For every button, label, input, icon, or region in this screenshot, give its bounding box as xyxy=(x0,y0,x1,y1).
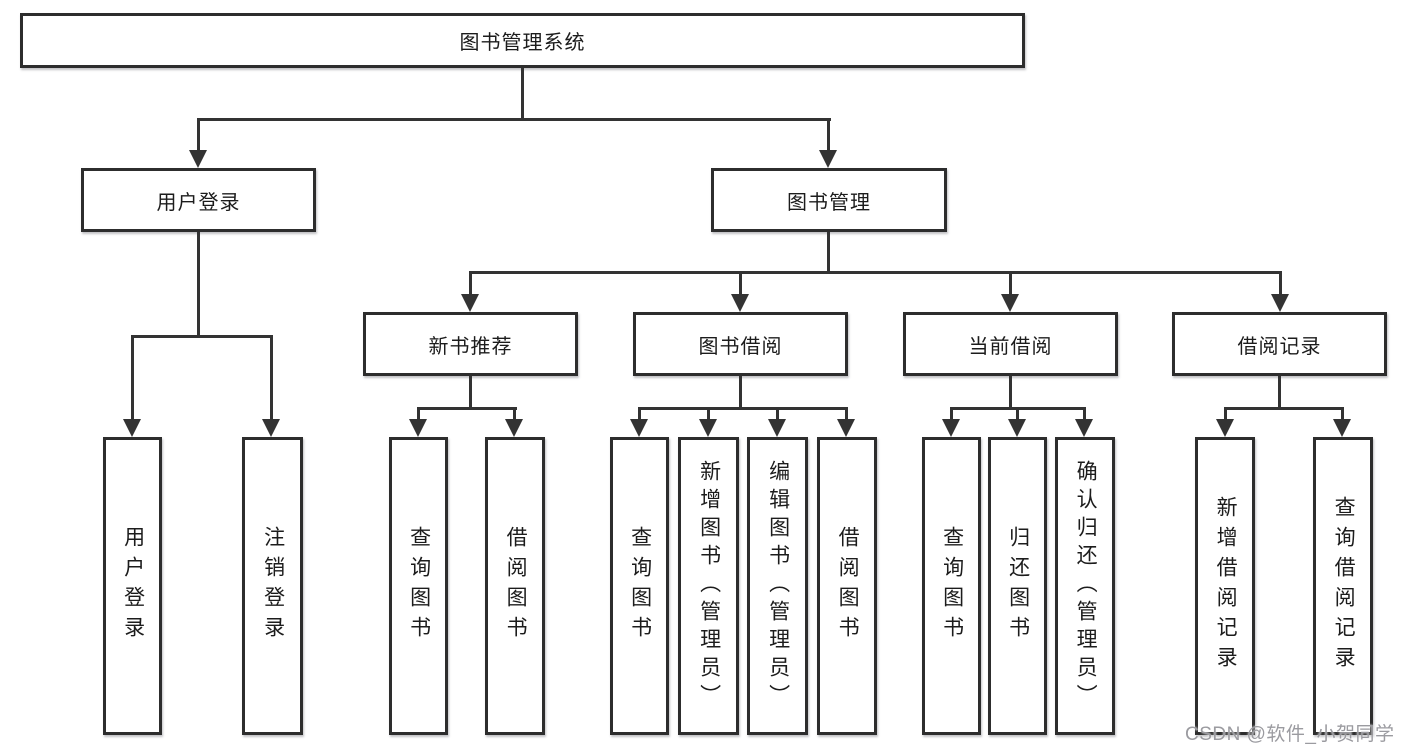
leaf-query-books-2: 查询图书 xyxy=(610,437,669,735)
arrowhead-borrowing-records xyxy=(1271,294,1289,312)
connector-to-borrow-books-2 xyxy=(845,407,848,419)
connector-to-new-book-recommend xyxy=(469,271,472,294)
leaf-query-books-3-label: 查询图书 xyxy=(940,526,964,646)
connector-to-book-management xyxy=(827,118,830,152)
node-user-login: 用户登录 xyxy=(81,168,316,232)
arrowhead-user-login xyxy=(189,150,207,168)
leaf-add-book-admin-label: 新增图书（管理员） xyxy=(697,460,721,712)
arrowhead-borrow-books-1 xyxy=(505,419,523,437)
leaf-edit-book-admin: 编辑图书（管理员） xyxy=(747,437,808,735)
arrowhead-return-book xyxy=(1008,419,1026,437)
arrowhead-new-book-recommend xyxy=(461,294,479,312)
leaf-add-borrow-record: 新增借阅记录 xyxy=(1195,437,1255,735)
node-book-borrowing: 图书借阅 xyxy=(633,312,848,376)
leaf-borrow-books-2-label: 借阅图书 xyxy=(836,526,860,646)
leaf-query-books-1: 查询图书 xyxy=(389,437,448,735)
leaf-query-books-2-label: 查询图书 xyxy=(628,526,652,646)
arrowhead-query-borrow-record xyxy=(1333,419,1351,437)
csdn-watermark: CSDN @软件_小贺同学 xyxy=(1185,724,1395,745)
connector-book-management-stem xyxy=(827,232,830,271)
leaf-return-book: 归还图书 xyxy=(988,437,1047,735)
leaf-logout: 注销登录 xyxy=(242,437,303,735)
connector-to-leaf-user-login xyxy=(131,335,134,419)
arrowhead-add-borrow-record xyxy=(1216,419,1234,437)
leaf-user-login: 用户登录 xyxy=(103,437,162,735)
leaf-query-borrow-record-label: 查询借阅记录 xyxy=(1332,496,1356,676)
connector-to-query-books-2 xyxy=(638,407,641,419)
connector-book-management-hbar xyxy=(469,271,1281,274)
connector-borrowing-records-stem xyxy=(1278,376,1281,407)
arrowhead-book-management xyxy=(819,150,837,168)
arrowhead-confirm-return-admin xyxy=(1075,419,1093,437)
node-current-borrowing-label: 当前借阅 xyxy=(968,335,1053,358)
node-root: 图书管理系统 xyxy=(20,13,1025,68)
node-new-book-recommend-label: 新书推荐 xyxy=(428,335,513,358)
leaf-confirm-return-admin-label: 确认归还（管理员） xyxy=(1074,460,1098,712)
connector-borrowing-records-hbar xyxy=(1224,407,1344,410)
node-borrowing-records-label: 借阅记录 xyxy=(1237,335,1322,358)
connector-to-edit-book-admin xyxy=(776,407,779,419)
node-user-login-label: 用户登录 xyxy=(156,191,241,214)
arrowhead-book-borrowing xyxy=(731,294,749,312)
connector-book-borrowing-stem xyxy=(739,376,742,407)
node-current-borrowing: 当前借阅 xyxy=(903,312,1118,376)
arrowhead-current-borrowing xyxy=(1001,294,1019,312)
connector-to-borrowing-records xyxy=(1279,271,1282,294)
connector-to-user-login xyxy=(197,118,200,152)
arrowhead-leaf-user-login xyxy=(123,419,141,437)
leaf-borrow-books-1-label: 借阅图书 xyxy=(504,526,528,646)
leaf-add-book-admin: 新增图书（管理员） xyxy=(678,437,739,735)
arrowhead-add-book-admin xyxy=(699,419,717,437)
connector-new-book-recommend-stem xyxy=(469,376,472,407)
leaf-borrow-books-1: 借阅图书 xyxy=(485,437,545,735)
node-book-management-label: 图书管理 xyxy=(787,191,871,214)
node-book-management: 图书管理 xyxy=(711,168,947,232)
connector-new-book-recommend-hbar xyxy=(417,407,517,410)
connector-to-current-borrowing xyxy=(1009,271,1012,294)
leaf-return-book-label: 归还图书 xyxy=(1006,526,1030,646)
node-book-borrowing-label: 图书借阅 xyxy=(698,335,783,358)
leaf-logout-label: 注销登录 xyxy=(261,526,285,646)
connector-to-book-borrowing xyxy=(739,271,742,294)
connector-root-hbar xyxy=(197,118,831,121)
leaf-query-borrow-record: 查询借阅记录 xyxy=(1313,437,1373,735)
connector-to-add-borrow-record xyxy=(1224,407,1227,419)
leaf-user-login-label: 用户登录 xyxy=(121,526,145,646)
connector-to-borrow-books-1 xyxy=(513,407,516,419)
arrowhead-leaf-logout xyxy=(262,419,280,437)
leaf-borrow-books-2: 借阅图书 xyxy=(817,437,877,735)
connector-current-borrowing-stem xyxy=(1009,376,1012,407)
node-borrowing-records: 借阅记录 xyxy=(1172,312,1387,376)
connector-book-borrowing-hbar xyxy=(638,407,848,410)
connector-root-stem xyxy=(521,68,524,118)
arrowhead-edit-book-admin xyxy=(768,419,786,437)
connector-to-query-books-1 xyxy=(417,407,420,419)
connector-to-add-book-admin xyxy=(707,407,710,419)
connector-to-return-book xyxy=(1016,407,1019,419)
arrowhead-query-books-2 xyxy=(630,419,648,437)
leaf-query-books-3: 查询图书 xyxy=(922,437,981,735)
connector-to-leaf-logout xyxy=(270,335,273,419)
node-new-book-recommend: 新书推荐 xyxy=(363,312,578,376)
leaf-query-books-1-label: 查询图书 xyxy=(407,526,431,646)
leaf-add-borrow-record-label: 新增借阅记录 xyxy=(1214,496,1238,676)
arrowhead-query-books-1 xyxy=(409,419,427,437)
connector-user-login-hbar xyxy=(131,335,273,338)
connector-to-confirm-return-admin xyxy=(1083,407,1086,419)
connector-to-query-borrow-record xyxy=(1341,407,1344,419)
node-root-label: 图书管理系统 xyxy=(459,32,586,54)
arrowhead-borrow-books-2 xyxy=(837,419,855,437)
leaf-confirm-return-admin: 确认归还（管理员） xyxy=(1055,437,1115,735)
arrowhead-query-books-3 xyxy=(942,419,960,437)
leaf-edit-book-admin-label: 编辑图书（管理员） xyxy=(766,460,790,712)
connector-user-login-stem xyxy=(197,232,200,335)
connector-to-query-books-3 xyxy=(950,407,953,419)
